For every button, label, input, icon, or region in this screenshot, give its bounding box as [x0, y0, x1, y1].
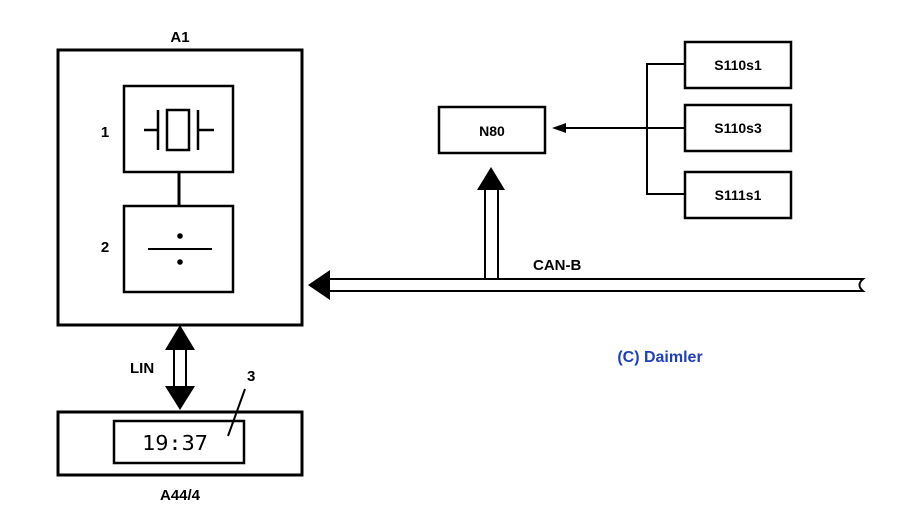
copyright-text: (C) Daimler	[617, 349, 702, 366]
clock-display-box	[112, 419, 246, 465]
lin-bus-label: LIN	[130, 360, 154, 377]
division-sign-icon	[148, 233, 212, 265]
a44-module-box	[56, 410, 304, 477]
switch-s110s1-label: S110s1	[714, 57, 762, 73]
can-bus	[308, 167, 866, 300]
n80-label: N80	[479, 123, 505, 139]
display-callout-label: 3	[247, 368, 255, 385]
oscillator-label: 1	[101, 124, 109, 141]
lin-up-arrowhead-icon	[165, 325, 195, 350]
lin-bus	[165, 325, 195, 410]
can-bus-branch	[484, 188, 499, 279]
quartz-crystal-icon	[144, 108, 214, 152]
switch-s111s1-box	[683, 170, 793, 220]
switch-s110s3-box	[683, 103, 793, 153]
switch-s111s1-label: S111s1	[715, 187, 762, 203]
a44-label: A44/4	[160, 487, 201, 504]
can-bus-label: CAN-B	[533, 257, 581, 274]
switch-s110s3-label: S110s3	[714, 120, 762, 136]
divider-block	[122, 204, 235, 294]
can-bus-arrowhead-icon	[308, 270, 330, 300]
switch-signal-arrow-icon	[552, 123, 566, 133]
clock-display-time: 19:37	[142, 431, 208, 455]
switch-bracket	[646, 63, 685, 195]
a1-label: A1	[170, 29, 189, 46]
lin-down-arrowhead-icon	[165, 386, 195, 410]
oscillator-block	[122, 84, 235, 174]
switch-s110s1-box	[683, 40, 793, 90]
n80-arrowhead-icon	[477, 167, 505, 190]
n80-module-box	[437, 105, 547, 155]
divider-label: 2	[101, 239, 109, 256]
